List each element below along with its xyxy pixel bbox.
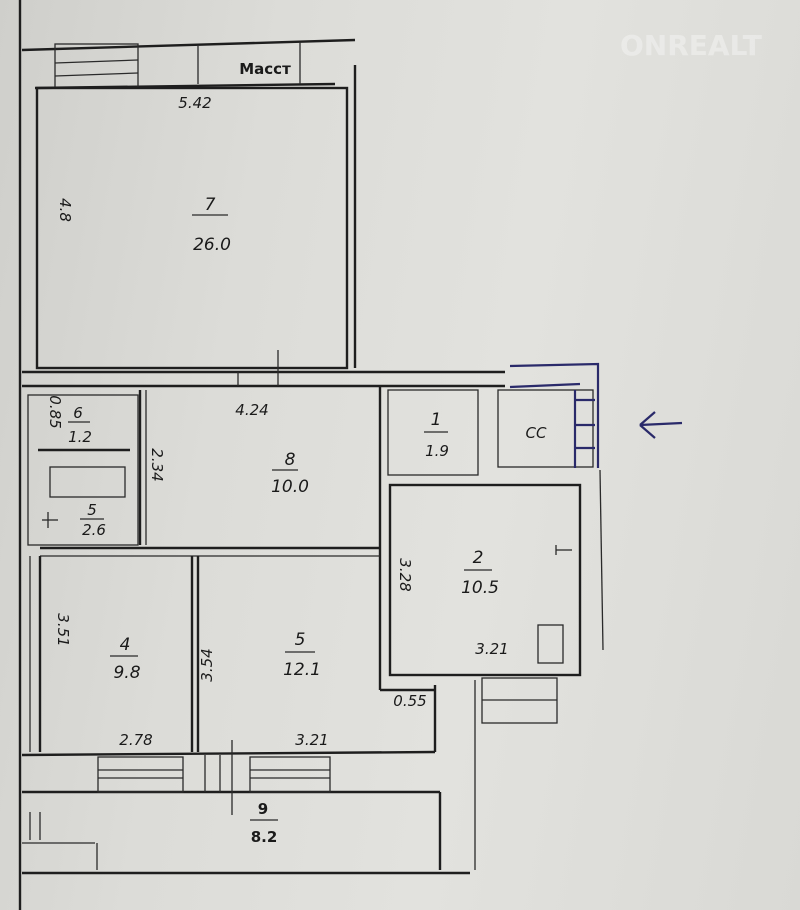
svg-text:8: 8 xyxy=(285,450,296,470)
svg-text:2: 2 xyxy=(473,548,484,568)
room-2: 2 10.5 3.21 3.28 xyxy=(388,469,604,677)
entry-steps xyxy=(474,677,558,870)
svg-text:26.0: 26.0 xyxy=(193,235,231,255)
room-5-large: 5 12.1 3.21 3.54 0.55 xyxy=(196,556,437,752)
room-6: 6 1.2 0.85 xyxy=(27,394,139,546)
svg-text:5: 5 xyxy=(87,501,97,519)
svg-text:0.85: 0.85 xyxy=(46,395,64,428)
svg-text:3.21: 3.21 xyxy=(295,731,328,749)
room-4: 4 9.8 2.78 3.51 xyxy=(21,556,436,757)
top-balcony: Масст xyxy=(21,38,356,90)
svg-text:2.34: 2.34 xyxy=(148,448,166,481)
shaft: СС xyxy=(497,362,683,468)
svg-text:2.78: 2.78 xyxy=(119,731,152,749)
svg-text:0.55: 0.55 xyxy=(393,692,426,710)
room-5-small: 5 2.6 xyxy=(42,466,126,539)
svg-text:3.54: 3.54 xyxy=(198,648,216,681)
svg-text:9: 9 xyxy=(258,800,268,818)
room-1: 1 1.9 xyxy=(387,389,479,476)
svg-text:10.0: 10.0 xyxy=(271,477,309,497)
svg-text:4: 4 xyxy=(120,635,131,655)
room-8: 4.24 2.34 8 10.0 xyxy=(40,386,382,560)
svg-text:9.8: 9.8 xyxy=(113,663,140,683)
arrow-icon xyxy=(639,411,683,439)
watermark: ONREALT xyxy=(620,29,762,62)
svg-text:3.21: 3.21 xyxy=(475,640,508,658)
svg-text:1: 1 xyxy=(431,410,442,430)
svg-text:2.6: 2.6 xyxy=(82,521,106,539)
svg-text:12.1: 12.1 xyxy=(283,660,321,680)
svg-text:7: 7 xyxy=(205,195,216,215)
svg-text:1.9: 1.9 xyxy=(425,442,449,460)
svg-text:8.2: 8.2 xyxy=(251,828,278,846)
svg-text:10.5: 10.5 xyxy=(461,578,499,598)
svg-text:1.2: 1.2 xyxy=(68,428,92,446)
svg-text:4.24: 4.24 xyxy=(235,401,268,419)
svg-text:5: 5 xyxy=(295,630,306,650)
svg-text:СС: СС xyxy=(526,424,547,442)
svg-text:3.28: 3.28 xyxy=(396,558,414,591)
svg-text:6: 6 xyxy=(73,404,83,422)
room-7: 7 26.0 5.42 4.8 xyxy=(35,65,357,370)
svg-text:5.42: 5.42 xyxy=(178,94,211,112)
header-label: Масст xyxy=(239,60,291,78)
svg-text:4.8: 4.8 xyxy=(56,198,74,222)
room-9: 9 8.2 xyxy=(22,740,470,875)
svg-text:3.51: 3.51 xyxy=(54,613,72,646)
